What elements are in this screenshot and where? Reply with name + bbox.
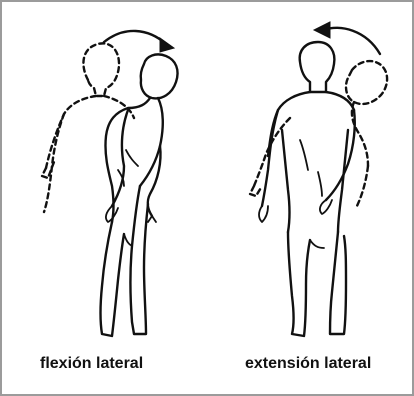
curved-arrow-right-icon: [104, 31, 166, 44]
flexion-figure: [42, 31, 178, 336]
extension-figure: [250, 22, 387, 336]
flexion-label: flexión lateral: [40, 355, 143, 373]
extension-label: extensión lateral: [245, 355, 371, 373]
